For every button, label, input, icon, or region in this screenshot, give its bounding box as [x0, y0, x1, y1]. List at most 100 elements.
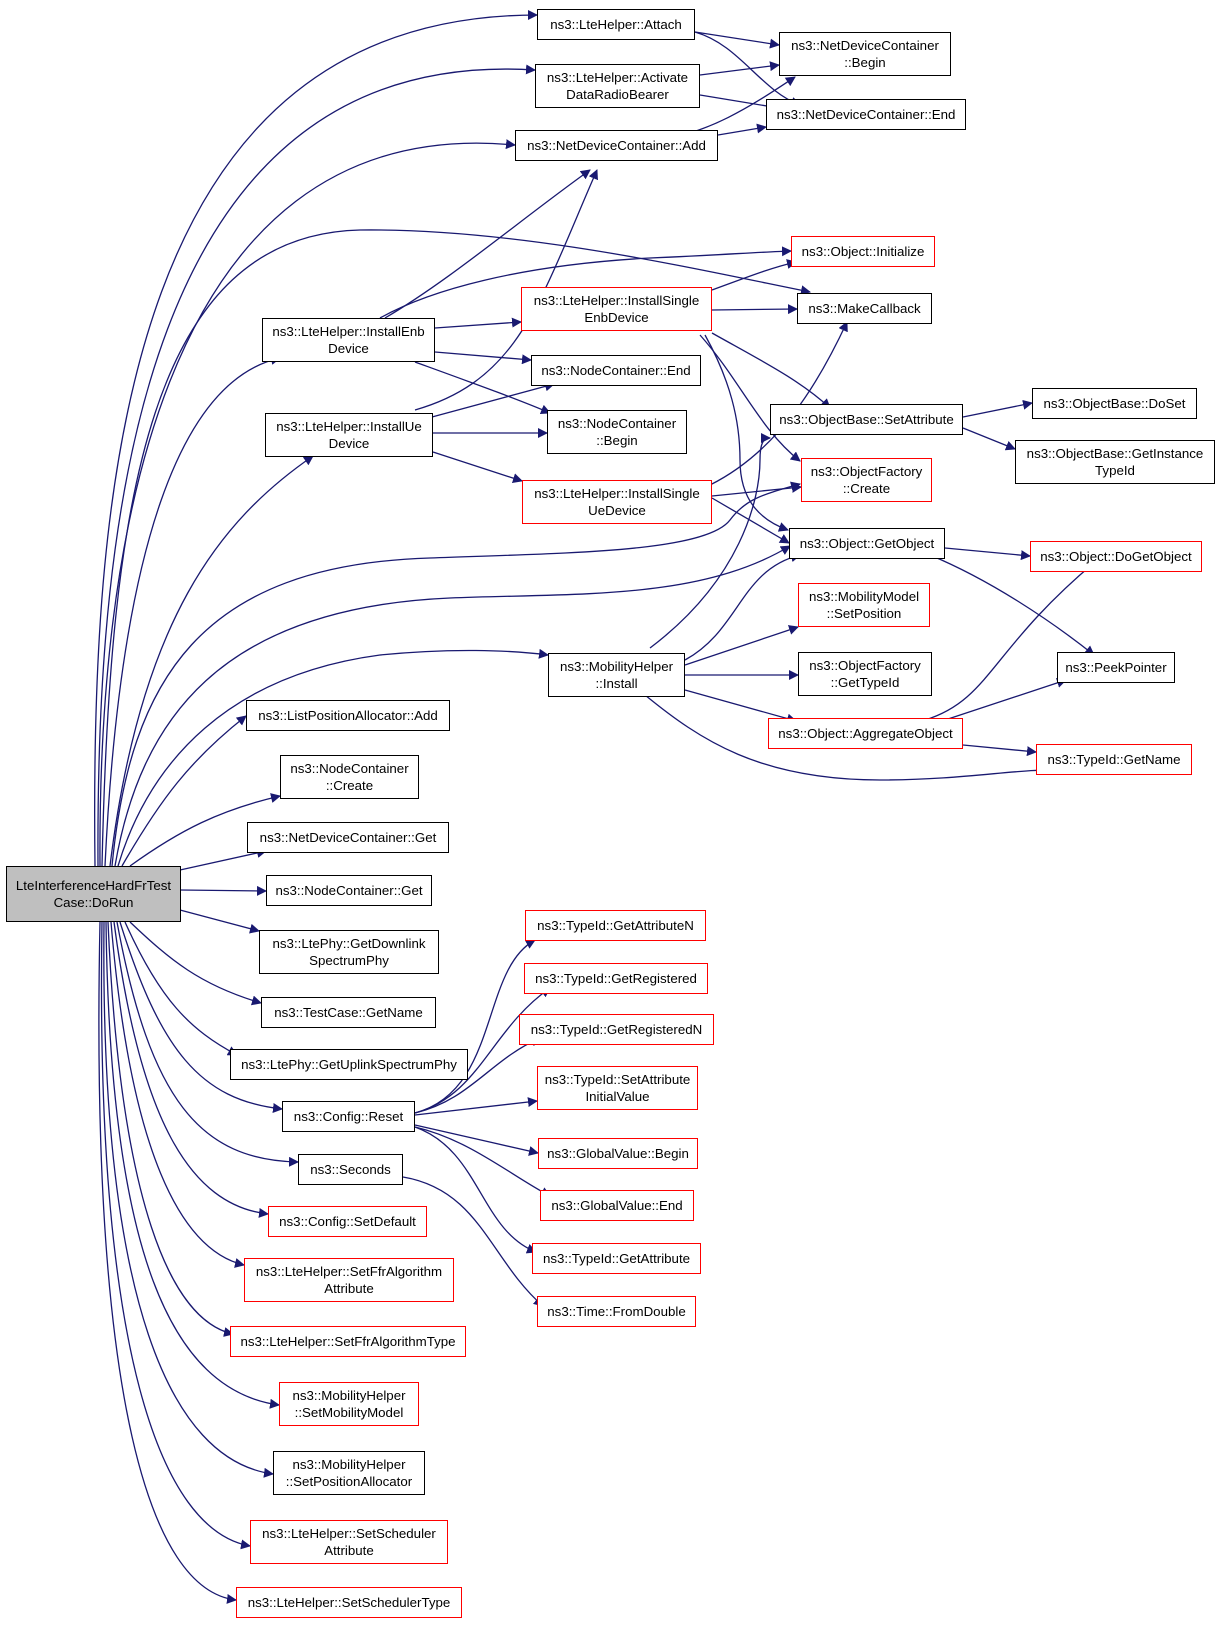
edge-root-set-ffr-attr	[110, 921, 245, 1268]
node-install-single-enb-device[interactable]: ns3::LteHelper::InstallSingle EnbDevice	[521, 287, 712, 331]
node-label: ::GetTypeId	[830, 675, 900, 690]
node-label: ns3::ListPositionAllocator::Add	[258, 708, 438, 723]
node-node-container-get[interactable]: ns3::NodeContainer::Get	[266, 875, 432, 906]
edge-single-enb-set-attribute	[711, 332, 831, 409]
node-label: ns3::TypeId::GetRegistered	[535, 971, 697, 986]
node-label: ns3::LteHelper::Attach	[550, 17, 682, 32]
node-type-id-get-name[interactable]: ns3::TypeId::GetName	[1036, 744, 1192, 775]
edge-aggregate-typeid-get-name	[962, 744, 1037, 757]
node-list-position-allocator-add[interactable]: ns3::ListPositionAllocator::Add	[246, 700, 450, 731]
node-object-get-object[interactable]: ns3::Object::GetObject	[789, 528, 945, 559]
node-type-id-get-registered-n[interactable]: ns3::TypeId::GetRegisteredN	[519, 1014, 714, 1045]
node-time-from-double[interactable]: ns3::Time::FromDouble	[537, 1296, 696, 1327]
edge-install-enb-install-single-enb	[434, 317, 522, 329]
node-object-do-get-object[interactable]: ns3::Object::DoGetObject	[1030, 541, 1202, 572]
edge-root-config-reset	[119, 921, 283, 1113]
node-object-base-do-set[interactable]: ns3::ObjectBase::DoSet	[1032, 388, 1197, 419]
node-global-value-end[interactable]: ns3::GlobalValue::End	[540, 1190, 694, 1221]
edge-root-tc-get-name	[129, 921, 262, 1006]
node-lte-helper-install-enb-device[interactable]: ns3::LteHelper::InstallEnb Device	[262, 318, 435, 362]
node-node-container-end[interactable]: ns3::NodeContainer::End	[531, 355, 701, 386]
node-lte-helper-attach[interactable]: ns3::LteHelper::Attach	[537, 9, 695, 40]
node-label: ::Create	[325, 778, 374, 793]
node-label: ns3::LteHelper::InstallSingle	[533, 293, 700, 308]
node-label: SpectrumPhy	[309, 953, 389, 968]
node-lte-helper-set-ffr-algorithm-attribute[interactable]: ns3::LteHelper::SetFfrAlgorithm Attribut…	[244, 1258, 454, 1302]
node-label: ns3::NodeContainer	[557, 416, 677, 431]
edge-root-set-sched-type	[98, 921, 237, 1604]
node-label: ns3::Config::Reset	[293, 1109, 404, 1124]
edge-ndc-add-ndc-end	[717, 123, 767, 136]
edge-reset-get-attribute	[414, 1126, 537, 1254]
node-label: ::Begin	[844, 55, 886, 70]
node-lte-helper-install-ue-device[interactable]: ns3::LteHelper::InstallUe Device	[265, 413, 433, 457]
node-label: ns3::TypeId::GetAttribute	[542, 1251, 691, 1266]
node-global-value-begin[interactable]: ns3::GlobalValue::Begin	[538, 1138, 698, 1169]
node-label: ns3::NodeContainer	[290, 761, 409, 776]
node-make-callback[interactable]: ns3::MakeCallback	[797, 293, 932, 324]
node-object-base-get-instance-type-id[interactable]: ns3::ObjectBase::GetInstance TypeId	[1015, 440, 1215, 484]
node-peek-pointer[interactable]: ns3::PeekPointer	[1057, 652, 1175, 683]
node-object-factory-get-type-id[interactable]: ns3::ObjectFactory ::GetTypeId	[798, 652, 932, 696]
edge-install-enb-ndc-add	[384, 169, 591, 319]
node-label: ns3::NodeContainer::End	[541, 363, 691, 378]
node-label: ns3::LteHelper::InstallEnb	[272, 324, 425, 339]
node-label: ns3::LteHelper::Activate	[546, 70, 689, 85]
edge-reset-set-attr-initial	[414, 1097, 538, 1116]
node-label: ns3::MobilityModel	[808, 589, 920, 604]
node-node-container-create[interactable]: ns3::NodeContainer ::Create	[280, 755, 419, 799]
edge-install-ue-nc-end	[431, 381, 555, 418]
node-test-case-get-name[interactable]: ns3::TestCase::GetName	[261, 997, 436, 1028]
node-label: ns3::LteHelper::SetScheduler	[262, 1526, 436, 1541]
node-lte-helper-activate-data-radio-bearer[interactable]: ns3::LteHelper::Activate DataRadioBearer	[535, 64, 700, 108]
edge-root-mh-install	[117, 648, 549, 867]
edge-root-lpa-add	[121, 715, 247, 867]
edge-root-activate	[97, 64, 536, 867]
node-label: ns3::ObjectFactory	[810, 464, 923, 479]
node-type-id-get-attribute[interactable]: ns3::TypeId::GetAttribute	[532, 1243, 701, 1274]
node-seconds[interactable]: ns3::Seconds	[298, 1154, 403, 1185]
node-label: Device	[328, 341, 369, 356]
edge-root-nc-create	[129, 793, 281, 867]
node-mobility-helper-install[interactable]: ns3::MobilityHelper ::Install	[548, 653, 685, 697]
node-config-reset[interactable]: ns3::Config::Reset	[282, 1101, 415, 1132]
node-label: ns3::LteHelper::SetSchedulerType	[247, 1595, 451, 1610]
node-net-device-container-end[interactable]: ns3::NetDeviceContainer::End	[766, 99, 966, 130]
node-object-base-set-attribute[interactable]: ns3::ObjectBase::SetAttribute	[770, 404, 963, 435]
node-object-initialize[interactable]: ns3::Object::Initialize	[791, 236, 935, 267]
node-label: ns3::Object::Initialize	[801, 244, 925, 259]
node-type-id-set-attribute-initial-value[interactable]: ns3::TypeId::SetAttribute InitialValue	[537, 1066, 698, 1110]
node-config-set-default[interactable]: ns3::Config::SetDefault	[268, 1206, 427, 1237]
node-mobility-model-set-position[interactable]: ns3::MobilityModel ::SetPosition	[798, 583, 930, 627]
node-net-device-container-begin[interactable]: ns3::NetDeviceContainer ::Begin	[779, 32, 951, 76]
node-net-device-container-add[interactable]: ns3::NetDeviceContainer::Add	[515, 130, 718, 161]
node-type-id-get-registered[interactable]: ns3::TypeId::GetRegistered	[524, 963, 708, 994]
node-mobility-helper-set-mobility-model[interactable]: ns3::MobilityHelper ::SetMobilityModel	[279, 1382, 419, 1426]
node-label: Attribute	[324, 1281, 374, 1296]
node-label: LteInterferenceHardFrTest	[15, 878, 172, 893]
edge-install-ue-install-single-ue	[432, 451, 523, 483]
edge-root-of-create	[111, 481, 801, 867]
edge-root-set-position-alloc	[103, 921, 274, 1478]
node-lte-phy-get-uplink-spectrum-phy[interactable]: ns3::LtePhy::GetUplinkSpectrumPhy	[230, 1049, 468, 1080]
node-label: ns3::ObjectBase::DoSet	[1043, 396, 1186, 411]
node-label: ns3::NetDeviceContainer::End	[776, 107, 956, 122]
node-type-id-get-attribute-n[interactable]: ns3::TypeId::GetAttributeN	[525, 910, 706, 941]
node-label: ns3::ObjectBase::GetInstance	[1026, 446, 1204, 461]
node-label: ::Install	[595, 676, 638, 691]
node-net-device-container-get[interactable]: ns3::NetDeviceContainer::Get	[247, 822, 449, 853]
node-lte-helper-set-scheduler-type[interactable]: ns3::LteHelper::SetSchedulerType	[236, 1587, 462, 1618]
node-lte-helper-set-scheduler-attribute[interactable]: ns3::LteHelper::SetScheduler Attribute	[250, 1520, 448, 1564]
node-lte-helper-set-ffr-algorithm-type[interactable]: ns3::LteHelper::SetFfrAlgorithmType	[230, 1326, 466, 1357]
edge-root-make-callback	[101, 229, 811, 867]
node-label: ns3::NetDeviceContainer	[791, 38, 939, 53]
node-mobility-helper-set-position-allocator[interactable]: ns3::MobilityHelper ::SetPositionAllocat…	[273, 1451, 425, 1495]
node-object-aggregate-object[interactable]: ns3::Object::AggregateObject	[768, 718, 963, 749]
node-lte-phy-get-downlink-spectrum-phy[interactable]: ns3::LtePhy::GetDownlink SpectrumPhy	[259, 930, 439, 974]
edge-root-set-ffr-type	[107, 921, 234, 1337]
edge-single-ue-get-object	[711, 497, 790, 544]
node-install-single-ue-device[interactable]: ns3::LteHelper::InstallSingle UeDevice	[522, 480, 712, 524]
node-object-factory-create[interactable]: ns3::ObjectFactory ::Create	[801, 458, 932, 502]
node-label: ::SetMobilityModel	[294, 1405, 404, 1420]
node-node-container-begin[interactable]: ns3::NodeContainer ::Begin	[547, 410, 687, 454]
